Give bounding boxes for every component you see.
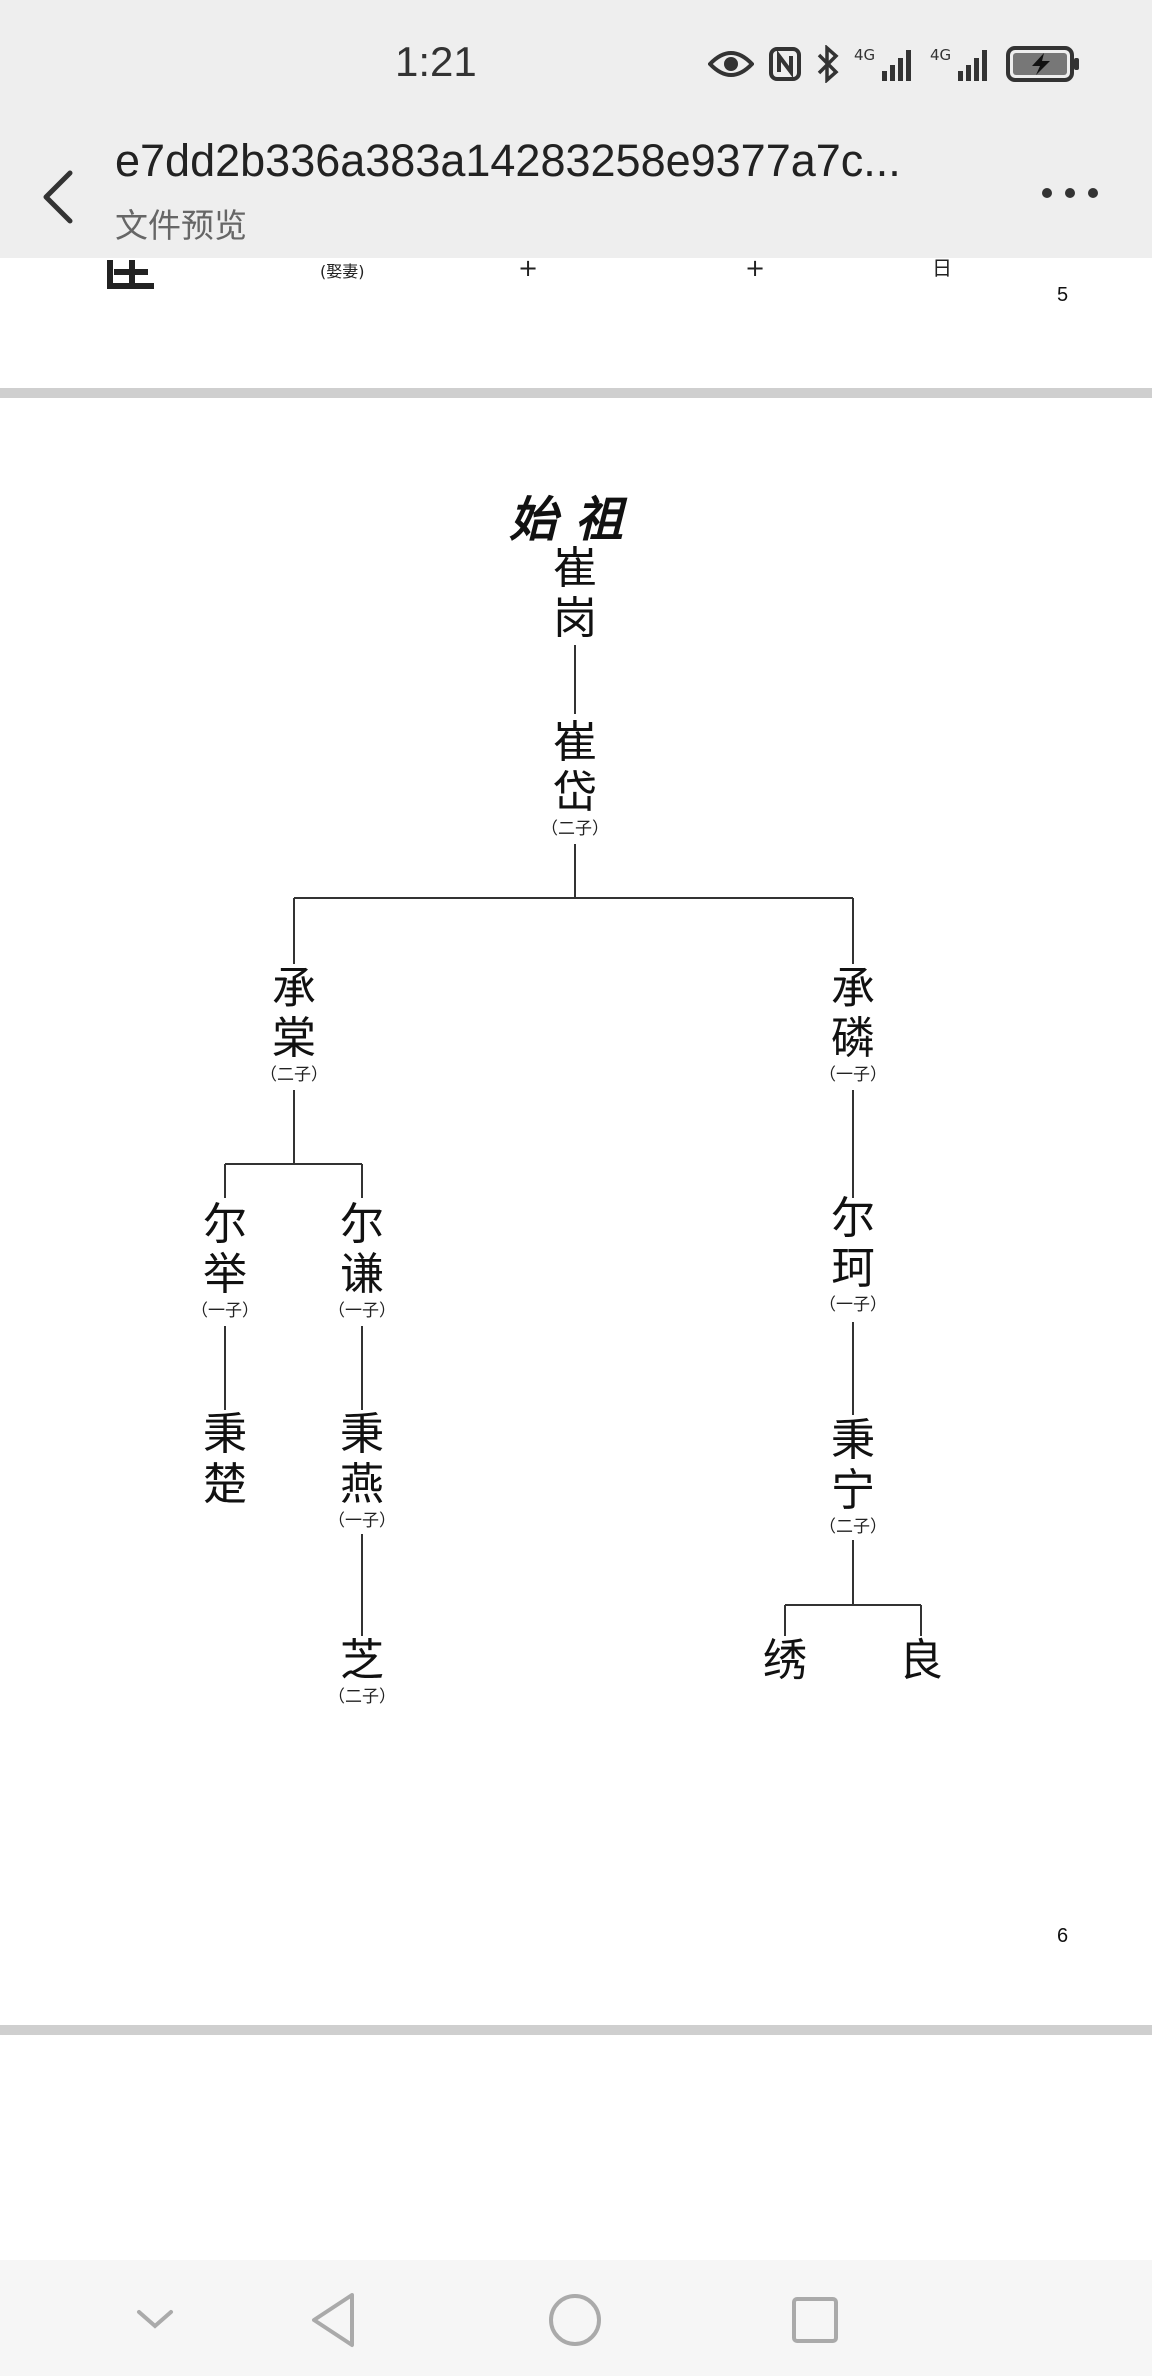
document-subtitle: 文件预览 (115, 206, 247, 245)
node-char: 良 (899, 1635, 943, 1686)
node-char: 珂 (831, 1243, 875, 1294)
node-char: 绣 (763, 1635, 807, 1686)
node-char: 崔 (553, 717, 597, 768)
tree-node: 承 磷 （一子） (798, 964, 908, 1086)
document-page: 始祖 崔 岗 崔 岱 （二子） 承 棠 （二子） 承 磷 （一子） 尔 举 （一… (0, 398, 1152, 2025)
status-bar: 1:21 4G 4G (0, 0, 1152, 135)
node-char: 秉 (831, 1415, 875, 1466)
more-options-button[interactable] (1035, 163, 1105, 223)
node-char: 楚 (203, 1459, 247, 1510)
chevron-down-icon (137, 2310, 173, 2329)
node-note: （一子） (191, 1301, 259, 1321)
node-char: 宁 (831, 1465, 875, 1516)
tree-node: 尔 举 （一子） (170, 1200, 280, 1322)
node-note: （一子） (328, 1301, 396, 1321)
node-char: 磷 (831, 1013, 875, 1064)
node-char: 秉 (203, 1409, 247, 1460)
bluetooth-icon (817, 45, 839, 83)
page-number: 6 (1057, 1925, 1069, 1947)
more-horizontal-icon (1042, 188, 1098, 198)
tree-node: 秉 楚 (170, 1410, 280, 1510)
document-blank-area (0, 2035, 1152, 2260)
nav-collapse-button[interactable] (125, 2290, 185, 2350)
page-divider (0, 2025, 1152, 2035)
svg-text:4G: 4G (854, 46, 875, 64)
node-note: （二子） (541, 819, 609, 839)
node-note: （一子） (819, 1065, 887, 1085)
tree-node: 绣 (740, 1636, 830, 1686)
eye-icon (708, 51, 754, 77)
node-char: 岗 (553, 593, 597, 644)
tree-node: 芝 （二子） (307, 1636, 417, 1708)
node-char: 谦 (340, 1249, 384, 1300)
node-char: 承 (272, 963, 316, 1014)
app-bar: e7dd2b336a383a14283258e9377a7c... 文件预览 (0, 135, 1152, 258)
cell-signal-icon: 4G (854, 46, 911, 81)
node-char: 承 (831, 963, 875, 1014)
page-divider (0, 388, 1152, 398)
status-time: 1:21 (395, 38, 477, 85)
node-note: （一子） (328, 1511, 396, 1531)
prev-page-label: 日 (932, 256, 952, 280)
node-char: 崔 (553, 543, 597, 594)
document-title: e7dd2b336a383a14283258e9377a7c... (115, 135, 901, 186)
node-char: 岱 (553, 767, 597, 818)
system-nav-bar (0, 2260, 1152, 2376)
tree-node: 秉 宁 （二子） (798, 1416, 908, 1538)
node-note: （二子） (260, 1065, 328, 1085)
nav-recent-button[interactable] (780, 2285, 850, 2355)
tree-node: 尔 谦 （一子） (307, 1200, 417, 1322)
node-char: 燕 (340, 1459, 384, 1510)
node-note: （二子） (819, 1517, 887, 1537)
triangle-back-icon (312, 2293, 354, 2347)
chevron-left-icon (43, 170, 73, 224)
node-note: （二子） (328, 1687, 396, 1707)
nfc-icon (769, 47, 801, 81)
node-char: 秉 (340, 1409, 384, 1460)
prev-page-label: + (518, 254, 539, 282)
prev-page-label: (娶妻) (320, 262, 365, 281)
nav-home-button[interactable] (540, 2285, 610, 2355)
nav-back-button[interactable] (300, 2285, 370, 2355)
tree-node: 良 (876, 1636, 966, 1686)
tree-node: 崔 岗 (530, 544, 620, 644)
svg-text:4G: 4G (930, 46, 951, 64)
node-char: 尔 (340, 1199, 384, 1250)
previous-page-fragment: (娶妻) + + 日 5 (0, 254, 1152, 388)
prev-page-label: + (745, 254, 766, 282)
tree-title: 始祖 (508, 492, 641, 548)
node-char: 芝 (340, 1635, 384, 1686)
node-char: 举 (203, 1249, 247, 1300)
node-char: 棠 (272, 1013, 316, 1064)
square-recent-icon (792, 2297, 838, 2343)
tree-node: 崔 岱 （二子） (520, 718, 630, 840)
tree-node: 尔 珂 （一子） (798, 1194, 908, 1316)
battery-charging-icon (1006, 46, 1079, 82)
page-number: 5 (1057, 284, 1069, 306)
tree-connectors (224, 645, 922, 1636)
cropped-glyph (107, 260, 154, 289)
tree-node: 承 棠 （二子） (239, 964, 349, 1086)
status-icons: 4G 4G (708, 42, 1082, 86)
node-char: 尔 (831, 1193, 875, 1244)
node-char: 尔 (203, 1199, 247, 1250)
circle-home-icon (549, 2294, 601, 2346)
node-note: （一子） (819, 1295, 887, 1315)
cell-signal-icon: 4G (930, 46, 987, 81)
tree-node: 秉 燕 （一子） (307, 1410, 417, 1532)
back-button[interactable] (30, 155, 90, 235)
